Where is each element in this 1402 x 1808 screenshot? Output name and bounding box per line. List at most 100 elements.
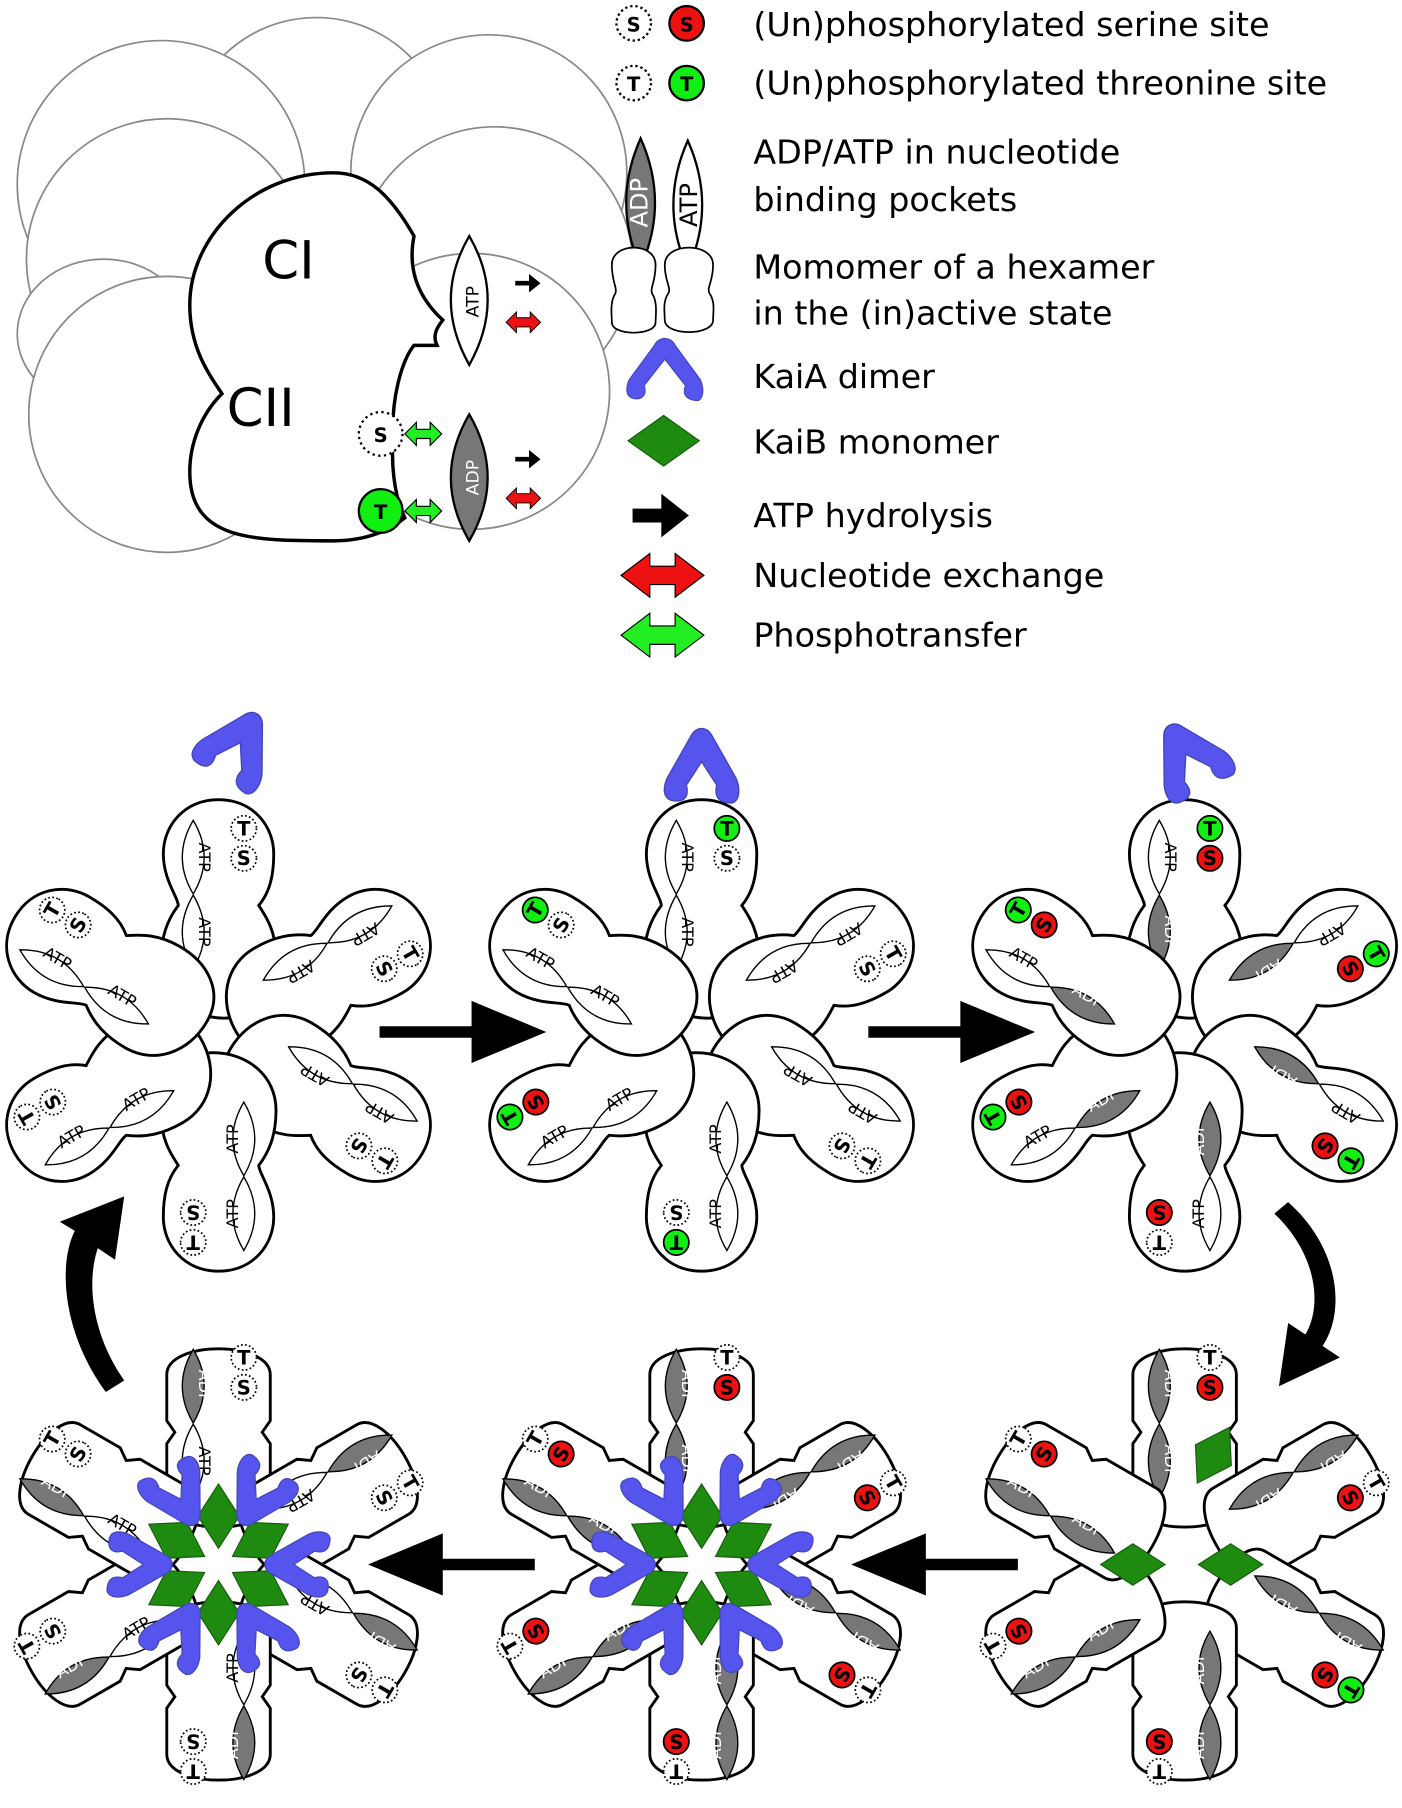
svg-text:ADP: ADP [1161, 1444, 1180, 1477]
cycle-state-t-phosphorylated: ATPATPTSATPATPTSATPATPTSATPATPTSATPATPTS… [488, 727, 915, 1273]
kaia-dimer [621, 1602, 684, 1676]
kaia-dimer [747, 1531, 814, 1598]
serine-site: S [1005, 1088, 1033, 1116]
ci-atp-pocket: ATP [449, 233, 489, 368]
svg-text:ADP: ADP [678, 1370, 697, 1403]
atp-pocket: ATP [1147, 818, 1180, 896]
svg-text:S: S [374, 424, 388, 447]
svg-text:ATP: ATP [706, 1124, 725, 1154]
svg-text:T: T [680, 73, 694, 96]
legend-nucleotide-icon: ADP ATP [625, 135, 704, 273]
svg-text:ATP: ATP [675, 183, 703, 227]
threonine-site: T [1196, 814, 1224, 842]
adp-pocket: ADP [1293, 1434, 1360, 1480]
legend-kaib-icon [626, 414, 701, 467]
atp-pocket: ATP [223, 1100, 256, 1178]
cycle-state-kaib-kaia-sequestered: ADPADPTSADPADPTSADPADPTSADPADPTSADPADPTS… [496, 1343, 907, 1786]
svg-text:T: T [1152, 1760, 1166, 1783]
kaib-monomer [680, 1482, 723, 1550]
kaia-dimer [589, 1531, 656, 1598]
svg-text:ADP: ADP [1161, 1370, 1180, 1403]
serine-site: S [1005, 1617, 1033, 1645]
kaib-monomer [147, 1570, 206, 1608]
legend-nucleotide-text: ADP/ATP in nucleotide [753, 133, 1120, 172]
svg-text:ATP: ATP [223, 1124, 242, 1154]
kaia-dimer [663, 727, 740, 804]
svg-text:T: T [627, 73, 641, 96]
arrow-state1-to-state2 [379, 1000, 547, 1064]
svg-text:T: T [186, 1231, 200, 1254]
serine-site: S [662, 1199, 690, 1227]
svg-text:S: S [186, 1201, 200, 1224]
kaia-dimer [137, 1455, 201, 1527]
monomer-detail-panel: CI CII ATP ADP S T [16, 16, 634, 554]
svg-text:T: T [374, 501, 388, 524]
kaia-dimer [106, 1531, 173, 1598]
kaia-dimer [264, 1531, 331, 1598]
svg-text:ADP: ADP [706, 1726, 725, 1759]
svg-text:T: T [186, 1760, 200, 1783]
kaia-dimer [719, 1453, 782, 1527]
threonine-site: T [662, 1757, 690, 1786]
serine-site: S [179, 1728, 207, 1756]
threonine-site: T [1145, 1228, 1173, 1256]
threonine-site: T [854, 1676, 882, 1704]
legend-kaib-text: KaiB monomer [753, 422, 999, 461]
threonine-site: T [13, 1103, 41, 1131]
svg-text:T: T [1152, 1231, 1166, 1254]
domain-cii-label: CII [227, 378, 295, 439]
legend-monomer-text: Momomer of a hexamer [753, 248, 1154, 287]
serine-site: S [230, 1373, 258, 1401]
svg-text:ATP: ATP [195, 842, 214, 872]
serine-site: S [828, 1132, 856, 1160]
kaia-dimer [719, 1602, 783, 1674]
serine-site: S [345, 1661, 373, 1689]
kaib-monomer [1194, 1426, 1232, 1485]
threonine-site: T [179, 1757, 207, 1786]
legend-threonine-text: (Un)phosphorylated threonine site [753, 64, 1327, 103]
threonine-site: T [521, 896, 549, 924]
serine-site: S [1337, 1484, 1364, 1512]
kaia-dimer [191, 711, 264, 795]
svg-text:S: S [1152, 1201, 1166, 1224]
kaib-monomer [680, 1579, 723, 1647]
svg-text:S: S [1203, 847, 1217, 870]
legend-kaia-text: KaiA dimer [753, 357, 935, 396]
svg-text:ATP: ATP [678, 917, 697, 947]
legend-phosphotransfer-text: Phosphotransfer [753, 616, 1027, 655]
cycle-state-s-phosphorylated-kaib-binding: ADPADPTSADPADPTSADPADPTSADPADPTSADPADPTS… [979, 1343, 1390, 1786]
threonine-site: T [1145, 1757, 1173, 1786]
threonine-site: T [371, 1676, 399, 1704]
svg-text:ADP: ADP [1161, 915, 1180, 948]
kaib-monomer [197, 1579, 240, 1647]
svg-text:T: T [669, 1231, 683, 1254]
legend-serine-text: (Un)phosphorylated serine site [753, 5, 1269, 44]
kaib-monomer [231, 1570, 290, 1608]
threonine-site: T [713, 1343, 741, 1371]
serine-site: S [853, 955, 881, 983]
serine-site: S [1030, 1440, 1058, 1468]
atp-pocket: ATP [706, 1175, 739, 1252]
svg-text:S: S [1152, 1730, 1166, 1753]
serine-site: S [713, 844, 741, 872]
serine-site: S [1311, 1661, 1339, 1689]
threonine-site: T [397, 1469, 424, 1497]
svg-text:ADP: ADP [1189, 1651, 1208, 1684]
arrow-state4-to-state5 [851, 1533, 1018, 1596]
serine-site: S [345, 1132, 373, 1160]
arrow-state3-to-state4 [1274, 1202, 1340, 1387]
svg-text:S: S [237, 847, 251, 870]
legend-exchange-icon [620, 552, 705, 599]
svg-text:T: T [1203, 817, 1217, 840]
threonine-site: T [713, 814, 741, 842]
